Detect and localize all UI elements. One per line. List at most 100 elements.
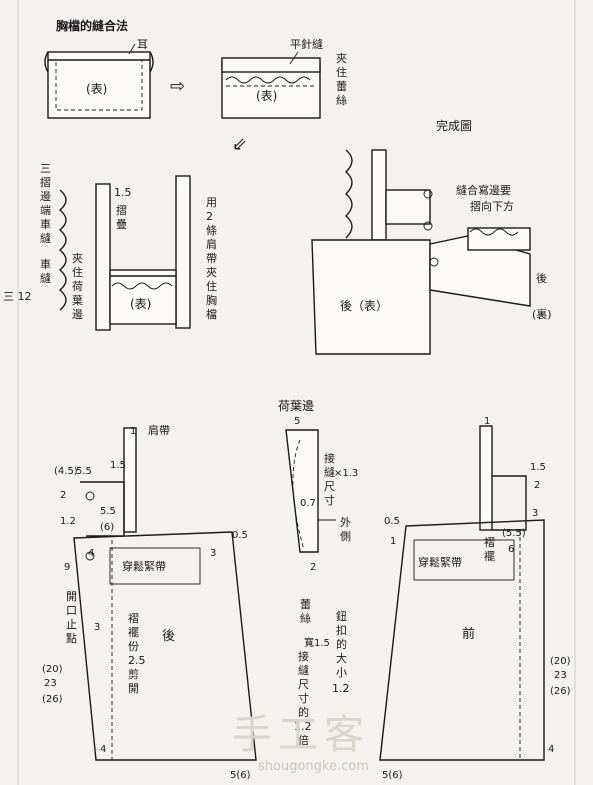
svg-text:大: 大 <box>336 651 347 665</box>
svg-text:摺: 摺 <box>40 175 51 189</box>
svg-text:1.5: 1.5 <box>110 460 126 471</box>
svg-text:1: 1 <box>484 416 490 427</box>
svg-text:寸: 寸 <box>324 493 335 507</box>
svg-text:小: 小 <box>336 666 347 679</box>
step3-face-label: (表) <box>130 297 151 311</box>
watermark-url: shougongke.com <box>258 759 369 774</box>
svg-text:縫: 縫 <box>40 231 51 245</box>
button-size-label: 鈕 扣 的 大 小 1.2 <box>332 610 350 695</box>
svg-text:縫合寫邊要: 縫合寫邊要 <box>456 183 511 197</box>
svg-text:2: 2 <box>206 210 213 223</box>
svg-text:檔: 檔 <box>206 307 217 321</box>
svg-text:縫: 縫 <box>40 271 51 285</box>
svg-text:帶: 帶 <box>206 252 217 265</box>
svg-text:開: 開 <box>66 590 77 603</box>
sew-size-label: 接 縫 尺 寸 <box>324 452 335 507</box>
svg-text:側: 側 <box>340 530 351 543</box>
svg-text:1: 1 <box>130 426 136 437</box>
svg-text:車: 車 <box>40 217 51 231</box>
svg-text:襬: 襬 <box>128 626 139 639</box>
svg-text:4: 4 <box>100 744 106 755</box>
svg-text:1: 1 <box>390 536 396 547</box>
svg-text:2.5: 2.5 <box>128 654 146 667</box>
svg-text:1.5: 1.5 <box>530 462 546 473</box>
svg-text:2: 2 <box>60 490 66 501</box>
back-dimensions: 1 1.5 (4.5) 5.5 2 1.2 5.5 (6) 4 9 3 0.5 … <box>42 426 251 781</box>
front-dimensions: 1 1.5 2 3 0.5 1 (5.5) 6 (20) 23 (26) 5(6… <box>382 416 571 781</box>
svg-text:3: 3 <box>210 548 216 559</box>
seam-allow-label: 縫合寫邊要 摺向下方 <box>456 183 514 213</box>
complete-title: 完成圖 <box>436 118 472 133</box>
svg-text:鈕: 鈕 <box>336 610 347 623</box>
svg-text:23: 23 <box>44 678 57 689</box>
svg-text:(26): (26) <box>550 686 571 697</box>
svg-text:倍: 倍 <box>298 733 309 747</box>
svg-text:車: 車 <box>40 257 51 271</box>
drawstring-back: 穿鬆緊帶 <box>122 559 166 573</box>
svg-text:扣: 扣 <box>336 623 347 637</box>
svg-text:(26): (26) <box>42 694 63 705</box>
lace-size-label: 接 縫 尺 寸 的 1.2 倍 <box>294 650 312 747</box>
svg-text:荷: 荷 <box>72 280 83 293</box>
svg-text:5: 5 <box>294 416 300 427</box>
svg-text:口: 口 <box>66 604 77 617</box>
svg-text:3: 3 <box>94 622 100 633</box>
svg-text:絲: 絲 <box>336 93 347 107</box>
svg-text:接: 接 <box>298 650 309 663</box>
fold-num: 1.5 <box>114 186 132 199</box>
svg-text:剪: 剪 <box>128 667 139 681</box>
svg-text:摺向下方: 摺向下方 <box>470 199 514 213</box>
front-label: 前 <box>462 626 475 642</box>
back-char: 後 <box>536 271 547 285</box>
pleat-hem-label: 褶 襬 <box>484 535 495 563</box>
svg-text:住: 住 <box>72 265 83 279</box>
svg-text:的: 的 <box>298 705 309 719</box>
svg-text:縫: 縫 <box>298 663 309 677</box>
svg-text:褶: 褶 <box>128 611 139 625</box>
arrow-right-icon: ⇨ <box>170 76 185 97</box>
svg-text:0.7: 0.7 <box>300 498 316 509</box>
svg-text:條: 條 <box>206 223 217 237</box>
back-face-label: 後（表） <box>340 299 388 313</box>
step2-panel: (表) 平針縫 夾 住 蕾 絲 <box>221 37 347 119</box>
svg-text:(4.5): (4.5) <box>54 466 78 477</box>
inside-label: (裏) <box>532 307 552 321</box>
drawstring-front: 穿鬆緊帶 <box>418 555 462 569</box>
svg-text:5(6): 5(6) <box>230 770 251 781</box>
svg-text:住: 住 <box>206 279 217 293</box>
svg-text:夾: 夾 <box>336 52 347 65</box>
svg-text:疊: 疊 <box>116 218 127 231</box>
svg-text:0.5: 0.5 <box>384 516 400 527</box>
flat-stitch-label: 平針縫 <box>290 37 323 51</box>
opening-stop-label: 開 口 止 點 <box>66 590 77 645</box>
svg-text:5(6): 5(6) <box>382 770 403 781</box>
svg-text:肩: 肩 <box>206 237 217 251</box>
svg-text:23: 23 <box>554 670 567 681</box>
svg-text:寸: 寸 <box>298 691 309 705</box>
svg-text:端: 端 <box>40 204 51 217</box>
ear-label: 耳 <box>137 38 148 51</box>
svg-text:份: 份 <box>128 640 139 653</box>
back-label: 後 <box>162 629 175 644</box>
clip-ruffle-label: 夾 住 荷 葉 邊 <box>72 252 83 321</box>
svg-text:尺: 尺 <box>324 480 335 493</box>
svg-text:縫: 縫 <box>324 465 335 479</box>
svg-text:邊: 邊 <box>40 189 51 203</box>
svg-text:的: 的 <box>336 637 347 651</box>
arrow-down-left-icon: ⇙ <box>232 134 247 155</box>
svg-text:1.2: 1.2 <box>294 720 312 733</box>
svg-text:蕾: 蕾 <box>336 80 347 93</box>
svg-text:胸: 胸 <box>206 293 217 307</box>
svg-text:夾: 夾 <box>206 266 217 279</box>
svg-text:9: 9 <box>64 562 70 573</box>
svg-text:夾: 夾 <box>72 252 83 265</box>
pleat-method-title: 胸檔的縫合法 <box>56 18 128 33</box>
svg-text:襬: 襬 <box>484 550 495 563</box>
svg-text:接: 接 <box>324 452 335 465</box>
back-pattern: 肩帶 穿鬆緊帶 後 開 口 止 點 褶 襬 份 2.5 剪 開 1 1.5 (4… <box>42 423 257 781</box>
complete-view: 完成圖 後（表） 縫合寫邊要 摺向下方 後 (裏) <box>311 118 552 355</box>
step1-panel: (表) 耳 <box>44 38 154 119</box>
watermark-logo: 手工客 <box>232 712 370 758</box>
shoulder-strap-label: 肩帶 <box>148 423 170 437</box>
